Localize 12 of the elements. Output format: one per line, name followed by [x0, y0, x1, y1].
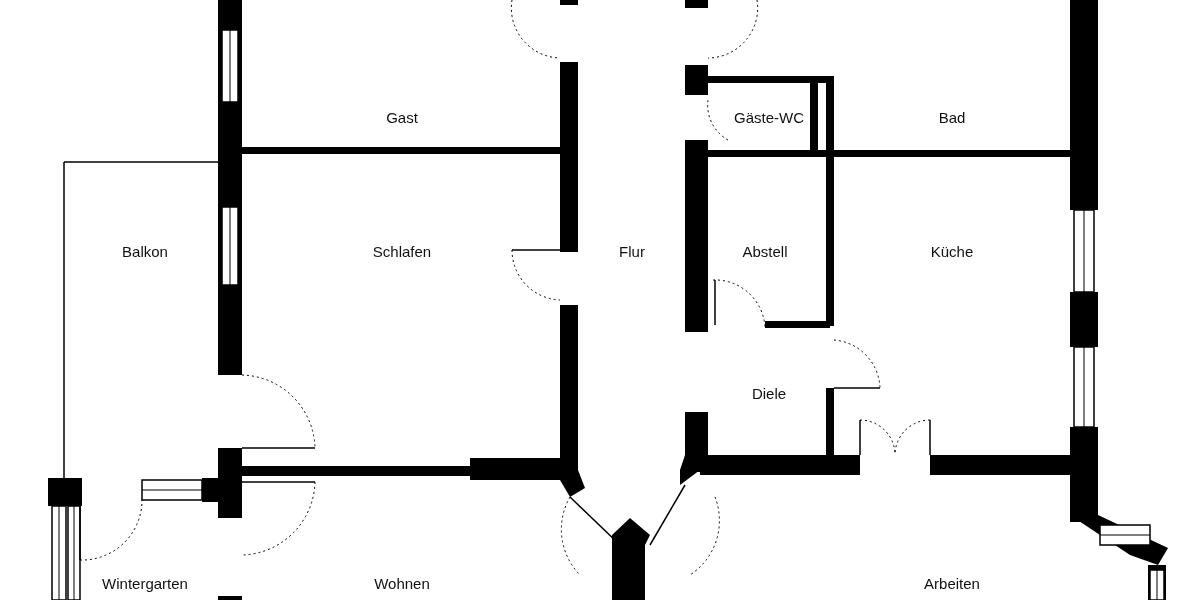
room-label: Diele — [751, 384, 787, 402]
room-label: Abstell — [742, 242, 788, 260]
room-label: Gäste-WC — [734, 108, 804, 126]
room-label: Gast — [386, 108, 418, 126]
room-label: Bad — [938, 108, 966, 126]
room-label: Arbeiten — [924, 574, 980, 592]
room-label: Wintergarten — [102, 574, 188, 592]
room-label: Balkon — [122, 242, 168, 260]
room-label: Schlafen — [372, 242, 432, 260]
room-label: Küche — [930, 242, 974, 260]
room-label: Flur — [619, 242, 645, 260]
room-label: Wohnen — [374, 574, 430, 592]
